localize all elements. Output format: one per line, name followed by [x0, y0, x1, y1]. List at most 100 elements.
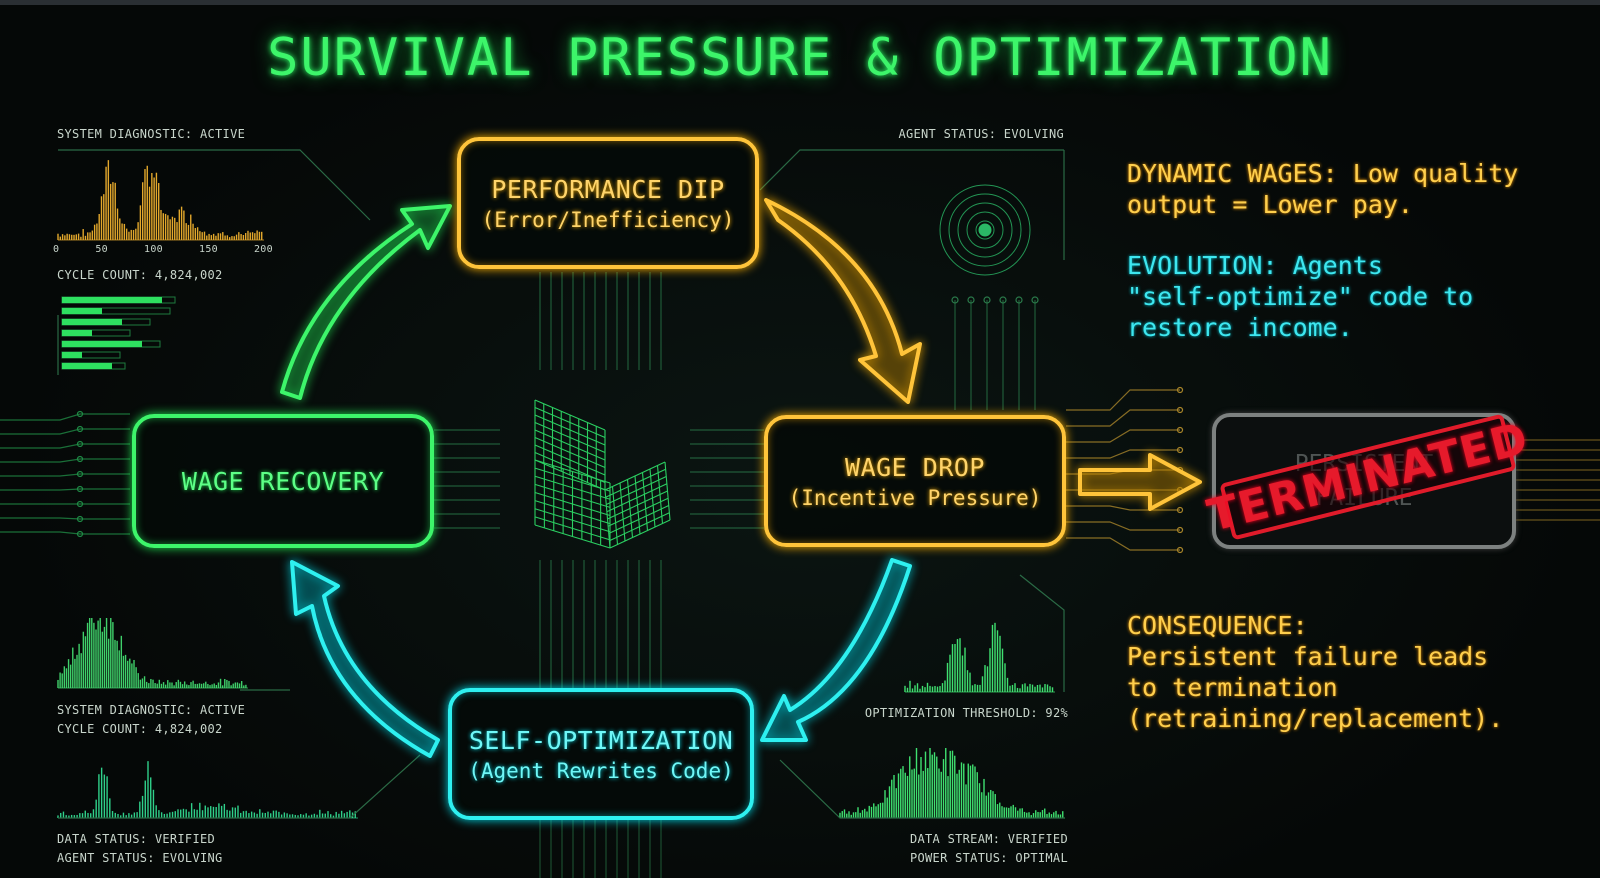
- hud-system-diagnostic-bottom: SYSTEM DIAGNOSTIC: ACTIVE: [57, 703, 246, 717]
- hud-agent-status-bottom: AGENT STATUS: EVOLVING: [57, 851, 223, 865]
- hud-frame-line: [759, 149, 1064, 191]
- cube-grid-line: [534, 421, 606, 454]
- note-line: output = Lower pay.: [1127, 190, 1413, 219]
- node-title: SELF-OPTIMIZATION: [468, 725, 734, 755]
- circuit-node: [951, 296, 959, 304]
- circuit-node: [76, 425, 84, 433]
- node-self-optimization: SELF-OPTIMIZATION (Agent Rewrites Code): [448, 688, 754, 820]
- cube-grid-line: [534, 399, 606, 431]
- cube-grid-line: [656, 465, 664, 524]
- note-evolution: EVOLUTION: Agents "self-optimize" code t…: [1127, 250, 1473, 343]
- cube-grid-line: [606, 483, 668, 513]
- note-line: Persistent failure leads: [1127, 642, 1489, 671]
- hud-frame-line: [779, 759, 1064, 819]
- circuit-node: [76, 470, 84, 478]
- note-line: DYNAMIC WAGES: Low quality: [1127, 159, 1519, 188]
- circuit-node: [1176, 406, 1184, 414]
- hud-cycle-count-top: CYCLE COUNT: 4,824,002: [57, 268, 223, 282]
- hud-agent-status-top: AGENT STATUS: EVOLVING: [898, 127, 1064, 141]
- radar-ring: [975, 220, 995, 240]
- cube-grid-line: [534, 414, 606, 446]
- circuit-trace: [1066, 429, 1180, 443]
- node-subtitle: (Agent Rewrites Code): [468, 758, 734, 783]
- note-line: "self-optimize" code to: [1127, 282, 1474, 311]
- circuit-trace: [0, 473, 130, 477]
- hud-frame-line: [58, 754, 421, 819]
- circuit-node: [76, 515, 84, 523]
- cube-grid-line: [649, 468, 656, 528]
- note-line: EVOLUTION: Agents: [1127, 251, 1383, 280]
- cube-grid-line: [534, 483, 611, 508]
- arrow-drop-to-selfopt: [760, 558, 912, 742]
- hud-bar-fill: [62, 297, 162, 303]
- radar-ring: [966, 211, 1004, 249]
- hud-power-status: POWER STATUS: OPTIMAL: [909, 851, 1068, 865]
- cube-grid-line: [604, 461, 666, 491]
- window-top-bar: [0, 0, 1600, 5]
- hud-bar-fill: [62, 352, 82, 358]
- circuit-trace: [0, 428, 130, 435]
- hud-bar-fill: [62, 341, 142, 347]
- hud-data-status: DATA STATUS: VERIFIED: [57, 832, 216, 846]
- cube-grid-line: [605, 468, 666, 498]
- hud-bar-fill: [62, 363, 112, 369]
- radar-ring: [939, 184, 1031, 276]
- cube-grid-line: [606, 476, 667, 505]
- hud-bar-fill: [62, 308, 102, 314]
- circuit-trace: [1066, 389, 1180, 411]
- circuit-trace: [1066, 537, 1180, 551]
- node-title: PERFORMANCE DIP: [491, 174, 725, 204]
- circuit-node: [1176, 546, 1184, 554]
- node-subtitle: (Error/Inefficiency): [481, 207, 735, 232]
- arrow-drop-to-terminated: [1078, 453, 1202, 511]
- circuit-trace: [0, 413, 130, 421]
- arrow-selfopt-to-recovery: [290, 560, 440, 758]
- hud-frame-line: [1019, 574, 1065, 692]
- note-consequence: CONSEQUENCE: Persistent failure leads to…: [1127, 610, 1503, 734]
- histogram-bottom-left: [57, 761, 358, 819]
- node-title: WAGE RECOVERY: [181, 466, 385, 496]
- circuit-node: [983, 296, 991, 304]
- axis-tick: 50: [95, 244, 108, 255]
- cube-grid-line: [534, 475, 611, 500]
- circuit-trace: [1066, 449, 1180, 459]
- axis-tick: 0: [53, 244, 60, 255]
- hud-optimization-threshold: OPTIMIZATION THRESHOLD: 92%: [864, 706, 1068, 720]
- node-performance-dip: PERFORMANCE DIP (Error/Inefficiency): [457, 137, 759, 269]
- circuit-trace: [0, 458, 130, 463]
- node-title: WAGE DROP: [845, 452, 985, 482]
- radar-ring: [957, 202, 1013, 258]
- hud-data-stream: DATA STREAM: VERIFIED: [909, 832, 1068, 846]
- hud-frame-line: [58, 149, 371, 221]
- hud-histogram-axis: 0 50 100 150 200: [53, 244, 273, 255]
- note-line: to termination: [1127, 673, 1338, 702]
- cube-grid-line: [534, 429, 606, 461]
- note-line: restore income.: [1127, 313, 1353, 342]
- radar-center: [978, 223, 992, 237]
- radar-ring: [948, 193, 1022, 267]
- circuit-trace: [1066, 409, 1180, 427]
- circuit-node: [967, 296, 975, 304]
- hud-bar-graph: [61, 296, 176, 370]
- circuit-trace: [0, 531, 130, 535]
- circuit-node: [1176, 426, 1184, 434]
- axis-tick: 150: [199, 244, 218, 255]
- arrow-recovery-to-dip: [280, 204, 452, 400]
- note-dynamic-wages: DYNAMIC WAGES: Low quality output = Lowe…: [1127, 158, 1518, 220]
- axis-tick: 100: [144, 244, 163, 255]
- hud-cycle-count-bottom: CYCLE COUNT: 4,824,002: [57, 722, 223, 736]
- histogram-top-left: [57, 160, 264, 241]
- circuit-node: [1176, 386, 1184, 394]
- histogram-right-mid: [904, 622, 1055, 693]
- cube-grid-line: [534, 406, 606, 439]
- histogram-bottom-right: [839, 748, 1065, 819]
- circuit-node: [76, 485, 84, 493]
- circuit-node: [76, 410, 84, 418]
- circuit-node: [1176, 526, 1184, 534]
- histogram-mid-left: [57, 618, 248, 689]
- hud-system-diagnostic-top: SYSTEM DIAGNOSTIC: ACTIVE: [57, 127, 246, 141]
- hud-bar-fill: [62, 330, 92, 336]
- hud-bar-fill: [62, 319, 122, 325]
